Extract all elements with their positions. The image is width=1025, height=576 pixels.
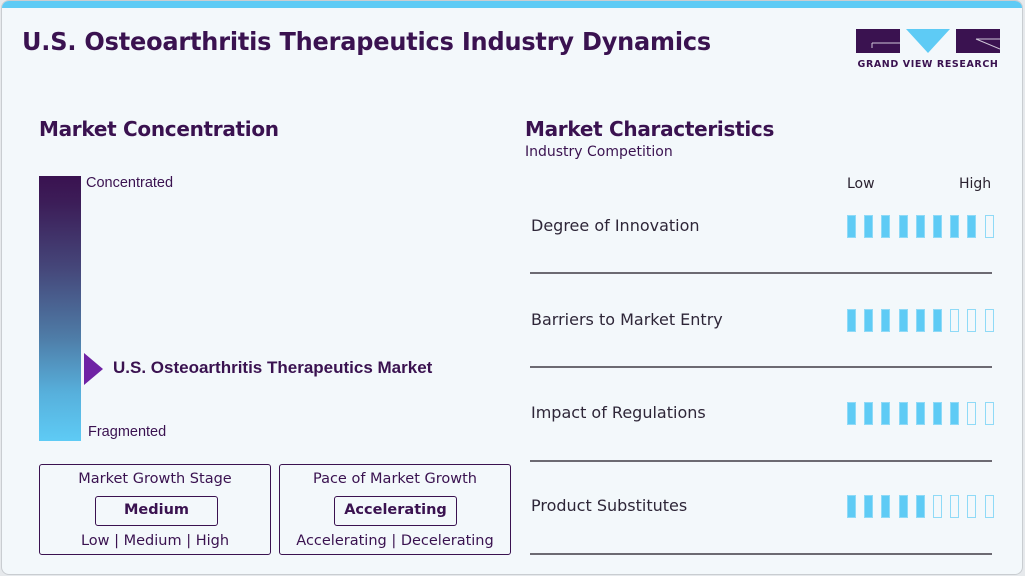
logo-wordmark: GRAND VIEW RESEARCH	[857, 59, 999, 70]
market-characteristics-heading: Market Characteristics	[525, 117, 775, 141]
growth-pace-title: Pace of Market Growth	[312, 471, 477, 487]
meter-segment-filled	[864, 309, 874, 332]
meter-segment-filled	[967, 215, 977, 238]
meter-segment-filled	[932, 215, 942, 238]
meter-segment-empty	[984, 495, 994, 518]
meter-segment-filled	[864, 495, 874, 518]
accent-bar	[2, 1, 1022, 8]
meter-segment-filled	[864, 402, 874, 425]
innovation-meter	[847, 215, 994, 238]
characteristic-label: Degree of Innovation	[531, 216, 700, 235]
fragmented-label: Fragmented	[88, 424, 167, 440]
scale-high-label: High	[959, 176, 992, 192]
row-divider	[530, 366, 992, 368]
meter-segment-filled	[950, 402, 960, 425]
page-title: U.S. Osteoarthritis Therapeutics Industr…	[22, 27, 712, 56]
substitutes-meter	[847, 495, 994, 518]
market-growth-stage-box: Market Growth Stage Medium Low | Medium …	[39, 464, 271, 555]
pace-of-market-growth-box: Pace of Market Growth Accelerating Accel…	[279, 464, 511, 555]
concentration-gradient-bar	[39, 176, 81, 441]
meter-segment-filled	[881, 309, 891, 332]
meter-segment-empty	[984, 402, 994, 425]
meter-segment-empty	[967, 495, 977, 518]
regulations-meter	[847, 402, 994, 425]
market-concentration-heading: Market Concentration	[39, 117, 279, 141]
meter-segment-filled	[915, 215, 925, 238]
barriers-meter	[847, 309, 994, 332]
meter-segment-filled	[847, 495, 856, 518]
meter-segment-filled	[950, 215, 960, 238]
row-divider	[530, 272, 992, 274]
meter-segment-filled	[864, 215, 874, 238]
meter-segment-filled	[915, 309, 925, 332]
market-position-marker-icon	[84, 353, 103, 385]
meter-segment-empty	[950, 309, 960, 332]
meter-segment-filled	[932, 309, 942, 332]
growth-stage-value: Medium	[95, 496, 218, 526]
meter-segment-empty	[932, 495, 942, 518]
characteristic-label: Barriers to Market Entry	[531, 310, 723, 329]
meter-segment-filled	[881, 495, 891, 518]
market-position-label: U.S. Osteoarthritis Therapeutics Market	[113, 358, 433, 377]
meter-segment-filled	[915, 402, 925, 425]
meter-segment-empty	[950, 495, 960, 518]
growth-stage-options: Low | Medium | High	[80, 533, 230, 549]
row-divider	[530, 460, 992, 462]
meter-segment-filled	[932, 402, 942, 425]
industry-competition-subheading: Industry Competition	[525, 144, 673, 160]
meter-segment-filled	[847, 402, 856, 425]
meter-segment-empty	[967, 402, 977, 425]
characteristic-label: Impact of Regulations	[531, 403, 706, 422]
gvr-logo-icon	[856, 29, 1000, 53]
growth-stage-title: Market Growth Stage	[78, 471, 232, 487]
meter-segment-filled	[898, 495, 908, 518]
characteristic-label: Product Substitutes	[531, 496, 688, 515]
meter-segment-filled	[847, 309, 856, 332]
growth-pace-options: Accelerating | Decelerating	[296, 533, 494, 549]
concentrated-label: Concentrated	[86, 175, 174, 191]
meter-segment-filled	[898, 309, 908, 332]
meter-segment-filled	[881, 402, 891, 425]
growth-pace-value: Accelerating	[334, 496, 457, 526]
meter-segment-filled	[847, 215, 856, 238]
meter-segment-filled	[881, 215, 891, 238]
meter-segment-empty	[967, 309, 977, 332]
grand-view-research-logo: GRAND VIEW RESEARCH	[856, 29, 1000, 71]
meter-segment-filled	[898, 215, 908, 238]
meter-segment-empty	[984, 215, 994, 238]
meter-segment-filled	[915, 495, 925, 518]
meter-segment-filled	[898, 402, 908, 425]
scale-low-label: Low	[847, 176, 875, 192]
meter-segment-empty	[984, 309, 994, 332]
row-divider	[530, 553, 992, 555]
